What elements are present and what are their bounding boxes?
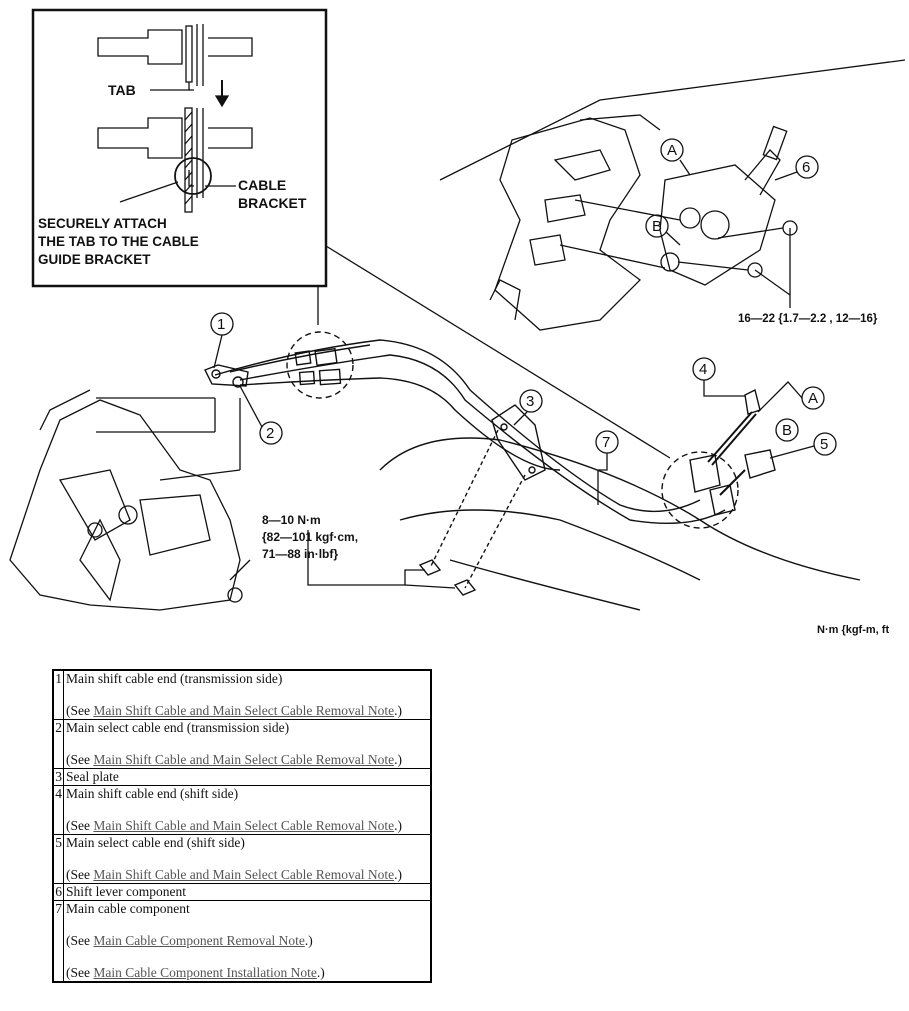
legend-part-description: Main select cable end (transmission side… <box>63 719 432 769</box>
note-link[interactable]: Main Shift Cable and Main Select Cable R… <box>93 703 395 718</box>
legend-part-name: Main cable component <box>66 901 190 916</box>
main-cables <box>204 331 861 611</box>
note-prefix: (See <box>66 818 94 833</box>
legend-note: (See Main Shift Cable and Main Select Ca… <box>66 818 428 834</box>
inset-instruction-line-3: GUIDE BRACKET <box>38 252 151 267</box>
note-prefix: (See <box>66 933 94 948</box>
torque-lower-line-3: 71—88 in·lbf} <box>262 547 338 561</box>
torque-lower-line-1: 8—10 N·m <box>262 513 321 527</box>
callout-2: 2 <box>266 425 274 442</box>
callout-4: 4 <box>699 361 707 378</box>
note-suffix: .) <box>304 933 313 948</box>
legend-note: (See Main Cable Component Removal Note.) <box>66 933 428 949</box>
legend-part-description: Main cable component (See Main Cable Comp… <box>63 900 432 983</box>
legend-part-description: Main select cable end (shift side) (See M… <box>63 834 432 884</box>
legend-part-description: Main shift cable end (shift side) (See Ma… <box>63 785 432 835</box>
inset-bracket-label: BRACKET <box>238 195 307 211</box>
torque-upper: 16—22 {1.7—2.2 , 12—16} <box>738 313 878 325</box>
legend-part-number: 1 <box>52 669 64 720</box>
legend-part-name: Main select cable end (shift side) <box>66 835 245 850</box>
legend-part-description: Main shift cable end (transmission side)… <box>63 669 432 720</box>
note-link[interactable]: Main Cable Component Installation Note <box>93 965 317 980</box>
legend-note: (See Main Shift Cable and Main Select Ca… <box>66 703 428 719</box>
torque-lower-line-2: {82—101 kgf·cm, <box>262 530 358 544</box>
callout-1: 1 <box>217 316 225 333</box>
inset-tab-label: TAB <box>108 82 136 98</box>
callout-6: 6 <box>802 159 810 176</box>
inset-instruction-line-1: SECURELY ATTACH <box>38 216 167 231</box>
note-link[interactable]: Main Shift Cable and Main Select Cable R… <box>93 752 395 767</box>
note-suffix: .) <box>394 703 402 718</box>
note-link[interactable]: Main Shift Cable and Main Select Cable R… <box>93 867 395 882</box>
inset-connector-before <box>97 24 253 91</box>
note-prefix: (See <box>66 867 94 882</box>
inset-frame <box>31 8 328 288</box>
legend-part-number: 2 <box>52 719 64 769</box>
callout-3: 3 <box>526 393 534 410</box>
legend-note: (See Main Shift Cable and Main Select Ca… <box>66 867 428 883</box>
callout-7: 7 <box>602 434 610 451</box>
letter-a-lower: A <box>808 390 818 407</box>
legend-part-name: Main select cable end (transmission side… <box>66 720 290 735</box>
note-suffix: .) <box>394 818 402 833</box>
legend-part-number: 4 <box>52 785 64 835</box>
legend-part-name: Main shift cable end (shift side) <box>66 786 239 801</box>
torque-units: N·m {kgf-m, ft <box>817 624 889 636</box>
note-prefix: (See <box>66 752 94 767</box>
legend-part-name: Main shift cable end (transmission side) <box>66 671 283 686</box>
transmission-assembly <box>9 389 251 611</box>
letter-b-upper: B <box>652 218 662 235</box>
legend-part-number: 3 <box>52 768 64 786</box>
note-link[interactable]: Main Shift Cable and Main Select Cable R… <box>93 818 395 833</box>
letter-b-lower: B <box>782 422 792 439</box>
callout-5: 5 <box>820 436 828 453</box>
note-prefix: (See <box>66 703 94 718</box>
inset-connector-after <box>97 107 253 213</box>
note-prefix: (See <box>66 965 94 980</box>
legend-part-number: 6 <box>52 883 64 901</box>
shift-lever-assembly <box>439 59 906 331</box>
legend-part-name: Shift lever component <box>66 884 186 899</box>
legend-part-name: Seal plate <box>66 769 119 784</box>
legend-part-description: Shift lever component <box>63 883 432 901</box>
note-link[interactable]: Main Cable Component Removal Note <box>93 933 305 948</box>
legend-part-number: 5 <box>52 834 64 884</box>
letter-a-upper: A <box>667 142 677 159</box>
inset-instruction-line-2: THE TAB TO THE CABLE <box>38 234 199 249</box>
cable-removal-diagram: TAB CABLE BRACKET SECURELY ATTACH THE TA… <box>9 8 906 636</box>
note-suffix: .) <box>316 965 325 980</box>
note-suffix: .) <box>394 867 402 882</box>
callout-markers <box>210 138 837 589</box>
legend-note: (See Main Shift Cable and Main Select Ca… <box>66 752 428 768</box>
note-suffix: .) <box>394 752 402 767</box>
legend-part-description: Seal plate <box>63 768 432 786</box>
legend-part-number: 7 <box>52 900 64 983</box>
inset-cable-label: CABLE <box>238 177 286 193</box>
legend-note: (See Main Cable Component Installation N… <box>66 965 428 981</box>
